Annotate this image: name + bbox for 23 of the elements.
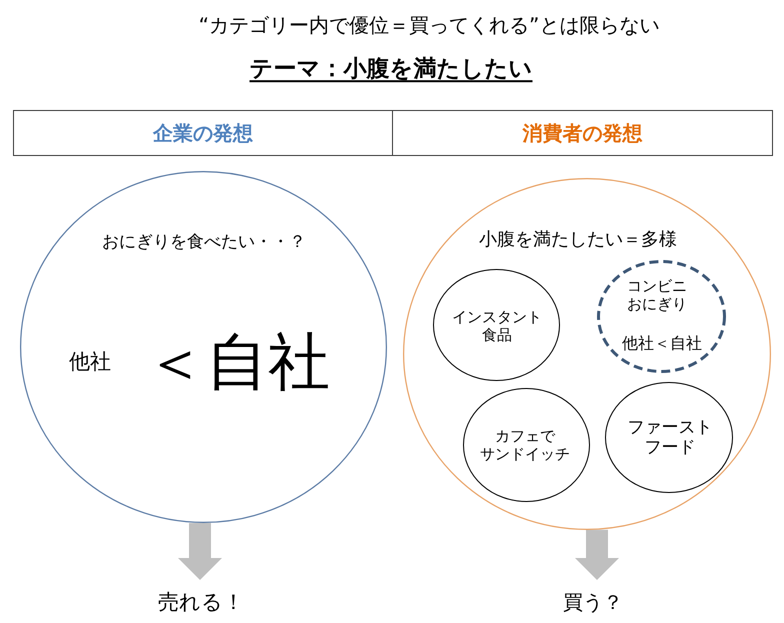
block-arrow (178, 522, 222, 580)
circle-text: ファーストフード (628, 418, 712, 458)
circle-text: コンビニおにぎり (627, 277, 687, 313)
ellipse (605, 382, 733, 493)
large-text: ＜自社 (144, 324, 330, 400)
dashed-ellipse (597, 260, 726, 373)
ellipse (463, 388, 590, 502)
text-label: 他社 (69, 349, 111, 375)
circle-text: カフェでサンドイッチ (480, 427, 570, 463)
result-text: 売れる！ (158, 590, 244, 616)
heading-text: 小腹を満たしたい＝多様 (479, 229, 677, 251)
block-arrow (575, 530, 619, 580)
theme-heading: テーマ：小腹を満たしたい (250, 56, 532, 84)
circle-text: インスタント食品 (452, 308, 542, 344)
title: “カテゴリー内で優位＝買ってくれる”とは限らない (198, 13, 660, 37)
circle (403, 178, 771, 530)
circle-text: 他社＜自社 (622, 333, 702, 353)
header-cell: 消費者の発想 (393, 110, 773, 156)
question-text: おにぎりを食べたい・・？ (102, 232, 306, 252)
result-text: 買う？ (563, 590, 623, 614)
circle (20, 171, 387, 523)
ellipse (433, 269, 560, 381)
header-cell: 企業の発想 (13, 110, 393, 156)
